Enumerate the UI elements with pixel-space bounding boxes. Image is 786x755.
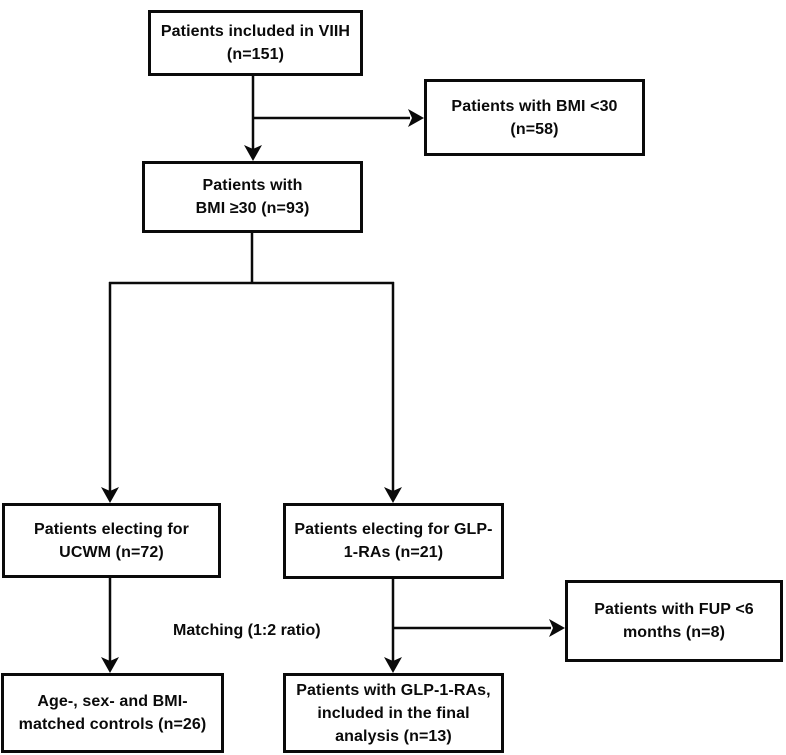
box-patients-fup-lt6-months: Patients with FUP <6 months (n=8) [565, 580, 783, 662]
box-text-line: Patients electing for GLP- [294, 521, 493, 538]
box-text-line: Patients with FUP <6 [594, 601, 754, 618]
arrowhead-to-bmige30 [244, 145, 262, 161]
box-text-line: 1-RAs (n=21) [343, 544, 444, 561]
box-text-line: matched controls (n=26) [18, 716, 207, 733]
box-glp1ras-final-analysis: Patients with GLP-1-RAs, included in the… [283, 673, 504, 753]
box-text-line: Patients with BMI <30 [451, 97, 618, 115]
box-matched-controls: Age-, sex- and BMI- matched controls (n=… [1, 673, 224, 753]
box-patients-bmi-lt30: Patients with BMI <30 (n=58) [424, 79, 645, 156]
box-text-line: Age-, sex- and BMI- [37, 693, 188, 710]
arrowhead-to-bmilt30 [408, 109, 424, 127]
box-text-line: (n=151) [226, 46, 285, 63]
box-patients-bmi-ge30: Patients with BMI ≥30 (n=93) [142, 161, 363, 233]
box-text-line: Patients with [202, 177, 303, 194]
box-text-line: (n=58) [510, 120, 559, 138]
arrowhead-to-final [384, 657, 402, 673]
box-text-line: BMI ≥30 (n=93) [195, 200, 310, 217]
arrowhead-to-glp1 [384, 487, 402, 503]
arrowhead-to-ucwm [101, 487, 119, 503]
arrowhead-to-controls [101, 657, 119, 673]
box-text-line: Patients with GLP-1-RAs, [296, 681, 491, 699]
box-text-line: months (n=8) [622, 624, 726, 641]
box-text-line: Patients included in VIIH [160, 23, 351, 40]
arrowhead-to-fup [549, 619, 565, 637]
box-text-line: UCWM (n=72) [59, 543, 164, 561]
box-text-line: Patients electing for [33, 520, 190, 538]
box-patients-electing-glp1ras: Patients electing for GLP- 1-RAs (n=21) [283, 503, 504, 579]
box-text-line: analysis (n=13) [335, 727, 452, 745]
box-patients-electing-ucwm: Patients electing for UCWM (n=72) [2, 503, 221, 578]
box-patients-included-viih: Patients included in VIIH (n=151) [148, 10, 363, 76]
box-text-line: included in the final [317, 704, 470, 722]
matching-ratio-label: Matching (1:2 ratio) [173, 622, 321, 639]
